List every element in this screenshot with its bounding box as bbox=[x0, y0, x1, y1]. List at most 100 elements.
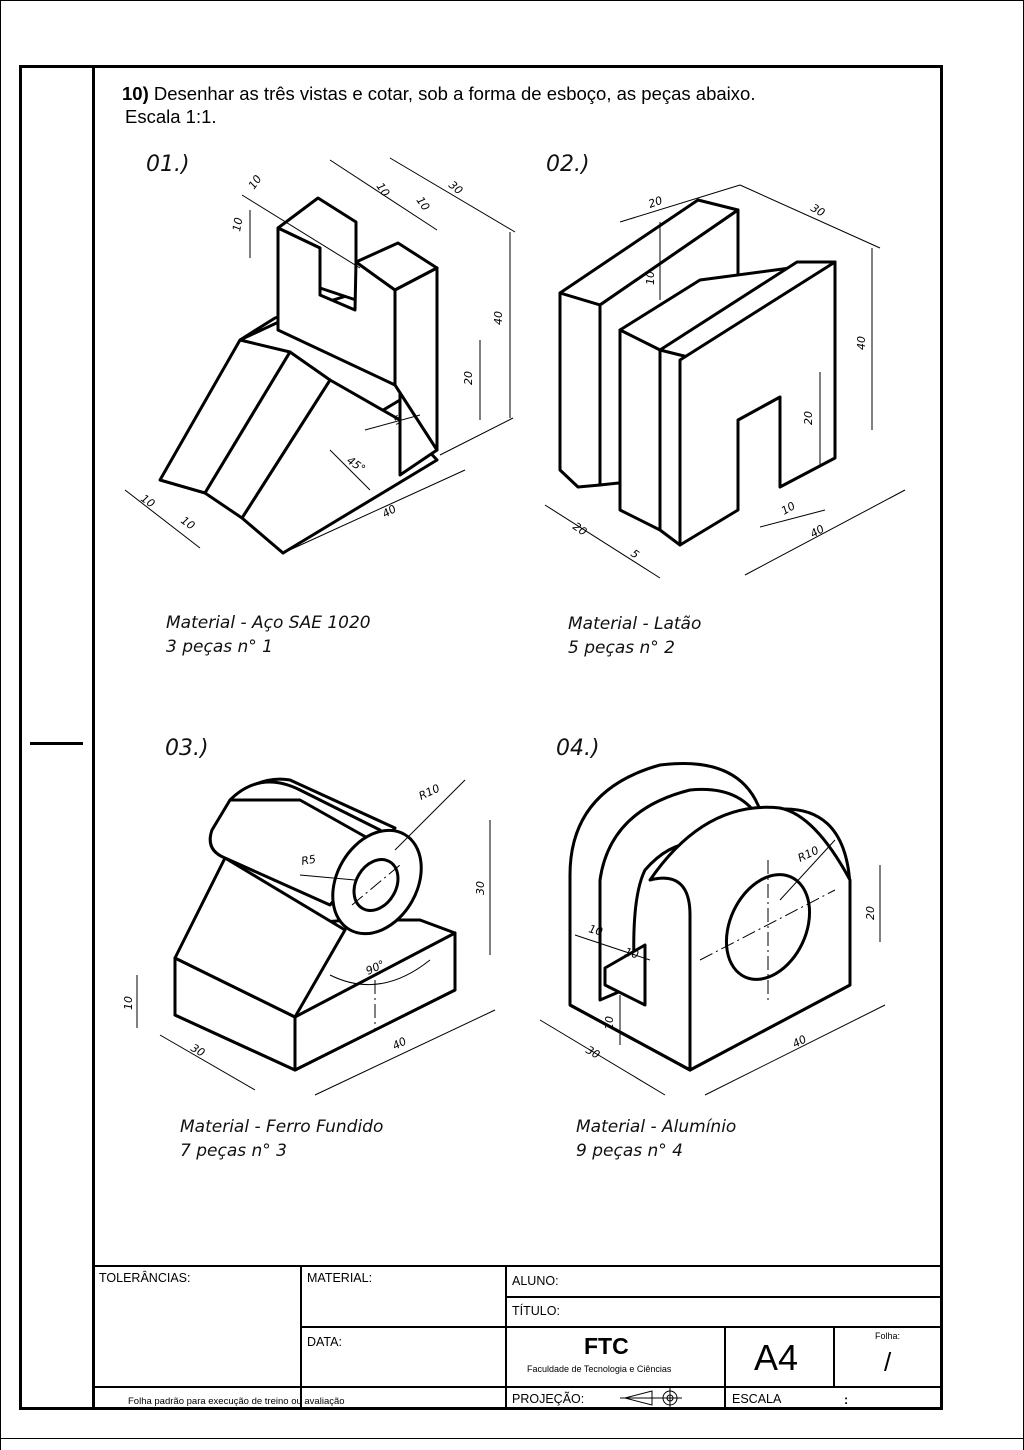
binding-margin-line bbox=[92, 65, 95, 1410]
piece-4-dim-line bbox=[539, 1019, 666, 1096]
piece-2-face bbox=[558, 291, 602, 489]
piece-4-dim-text: 20 bbox=[864, 906, 877, 920]
piece-1-dim-text: 10 bbox=[374, 180, 393, 199]
piece-3-dim-line bbox=[394, 779, 466, 851]
piece-3-dim-line bbox=[329, 959, 431, 986]
piece-1-material-text: Material - Aço SAE 1020 bbox=[166, 613, 371, 633]
material-label: MATERIAL: bbox=[307, 1271, 373, 1285]
title-block-rule bbox=[724, 1326, 726, 1410]
tolerances-label: TOLERÂNCIAS: bbox=[99, 1271, 191, 1285]
piece-4-dim-line bbox=[779, 839, 836, 901]
piece-2-face bbox=[678, 260, 837, 547]
piece-2-dim-text: 20 bbox=[647, 194, 665, 211]
piece-2-dim-text: 10 bbox=[779, 499, 798, 517]
piece-1-face bbox=[393, 266, 439, 452]
piece-4-dim-line bbox=[704, 1004, 886, 1096]
piece-1-dim-text: 10 bbox=[246, 173, 265, 192]
piece-3-dim-text: 30 bbox=[474, 881, 487, 895]
title-block-rule bbox=[300, 1326, 943, 1328]
piece-1-dim-line bbox=[439, 417, 514, 456]
piece-4-dim-text: 10 bbox=[623, 945, 640, 961]
piece-3-dim-text: R5 bbox=[300, 853, 317, 868]
piece-2-dim-text: 40 bbox=[855, 336, 868, 350]
piece-2-dim-line bbox=[759, 509, 826, 528]
exercise-number: 10) bbox=[122, 83, 149, 104]
sheet-number: / bbox=[884, 1347, 892, 1377]
piece-3-drawing: R10 R5 30 90° 10 30 40 bbox=[122, 777, 496, 1096]
piece-2-quantity: 5 peças n° 2 bbox=[568, 638, 675, 658]
piece-2-dim-line bbox=[744, 489, 906, 576]
scale-value: : bbox=[844, 1393, 849, 1407]
exercise-text: Desenhar as três vistas e cotar, sob a f… bbox=[148, 83, 756, 104]
drawing-frame bbox=[19, 65, 943, 1410]
piece-1-dim-text: 10 bbox=[138, 492, 157, 511]
piece-1-dim-line bbox=[241, 194, 361, 269]
piece-2-dim-line bbox=[544, 504, 661, 579]
piece-4-dim-line bbox=[574, 934, 651, 961]
piece-3-dim-text: 40 bbox=[390, 1035, 408, 1053]
piece-4-center-line bbox=[699, 889, 836, 961]
piece-3-material: Material - Ferro Fundido 7 peças n° 3 bbox=[180, 1115, 383, 1163]
page-edge bbox=[0, 0, 1024, 1]
piece-1-dim-line bbox=[124, 489, 201, 549]
piece-1-dim-text: 20 bbox=[462, 371, 475, 385]
sheet-label: Folha: bbox=[875, 1331, 901, 1341]
piece-2-face bbox=[618, 328, 662, 532]
piece-2-dim-text: 20 bbox=[802, 411, 815, 425]
title-block-rule bbox=[505, 1265, 507, 1410]
piece-2-drawing: 20 30 10 40 20 20 5 10 40 bbox=[544, 184, 906, 579]
piece-4-dim-text: 40 bbox=[790, 1033, 808, 1051]
piece-2-material: Material - Latão 5 peças n° 2 bbox=[568, 612, 701, 660]
form-footnote: Folha padrão para execução de treino ou … bbox=[128, 1396, 345, 1407]
piece-4-quantity: 9 peças n° 4 bbox=[576, 1141, 683, 1161]
piece-1-dim-line bbox=[282, 469, 466, 554]
piece-3-label: 03.) bbox=[165, 736, 209, 761]
page-edge bbox=[0, 1438, 1024, 1439]
piece-3-dim-text: 30 bbox=[189, 1041, 208, 1059]
piece-3-material-text: Material - Ferro Fundido bbox=[180, 1117, 384, 1137]
piece-2-dim-text: 40 bbox=[808, 522, 827, 540]
piece-2-material-text: Material - Latão bbox=[568, 614, 702, 634]
piece-1-dim-text: 40 bbox=[380, 502, 399, 520]
piece-1-label: 01.) bbox=[146, 152, 190, 177]
piece-3-face bbox=[173, 856, 347, 1019]
title-block-rule bbox=[505, 1296, 943, 1298]
piece-4-dim-text: 30 bbox=[584, 1043, 603, 1061]
piece-1-dim-text: 30 bbox=[446, 178, 465, 197]
piece-4-face bbox=[603, 943, 647, 1007]
piece-1-dim-line bbox=[364, 414, 421, 431]
student-label: ALUNO: bbox=[512, 1274, 559, 1288]
piece-3-dim-line bbox=[314, 1009, 496, 1096]
piece-3-center-line bbox=[351, 864, 401, 906]
title-block-rule bbox=[92, 1386, 943, 1388]
piece-2-dim-text: 10 bbox=[644, 271, 657, 285]
exercise-scale: Escala 1:1. bbox=[125, 106, 217, 127]
piece-3-dim-line bbox=[159, 1034, 256, 1091]
date-label: DATA: bbox=[307, 1335, 342, 1349]
piece-4-material: Material - Alumínio 9 peças n° 4 bbox=[576, 1115, 736, 1163]
exercise-statement: 10) Desenhar as três vistas e cotar, sob… bbox=[122, 82, 755, 128]
piece-2-label: 02.) bbox=[546, 152, 590, 177]
piece-4-dim-text: 10 bbox=[603, 1016, 616, 1030]
title-block-rule bbox=[92, 1265, 943, 1267]
piece-1-drawing: 10 10 10 10 30 40 20 5 45° 10 10 40 bbox=[124, 157, 516, 555]
projection-label: PROJEÇÃO: bbox=[512, 1392, 585, 1406]
piece-4-material-text: Material - Alumínio bbox=[576, 1117, 737, 1137]
piece-1-dim-line bbox=[329, 159, 438, 231]
piece-1-dim-line bbox=[329, 449, 371, 491]
title-block-rule bbox=[833, 1326, 835, 1386]
piece-4-dim-text: 10 bbox=[587, 922, 604, 938]
institution-logo-text: FTC bbox=[584, 1333, 629, 1359]
piece-1-dim-text: 10 bbox=[414, 194, 433, 213]
piece-3-dim-text: 10 bbox=[122, 996, 135, 1010]
page-edge bbox=[0, 0, 1, 1450]
scale-label: ESCALA bbox=[732, 1392, 782, 1406]
first-angle-projection-icon bbox=[620, 1388, 682, 1408]
title-block-rule bbox=[300, 1265, 302, 1410]
piece-2-dim-line bbox=[619, 184, 741, 223]
piece-1-dim-text: 10 bbox=[230, 216, 245, 232]
piece-3-dim-text: R10 bbox=[417, 782, 442, 803]
piece-3-quantity: 7 peças n° 3 bbox=[180, 1141, 287, 1161]
piece-2-dim-line bbox=[739, 184, 881, 249]
